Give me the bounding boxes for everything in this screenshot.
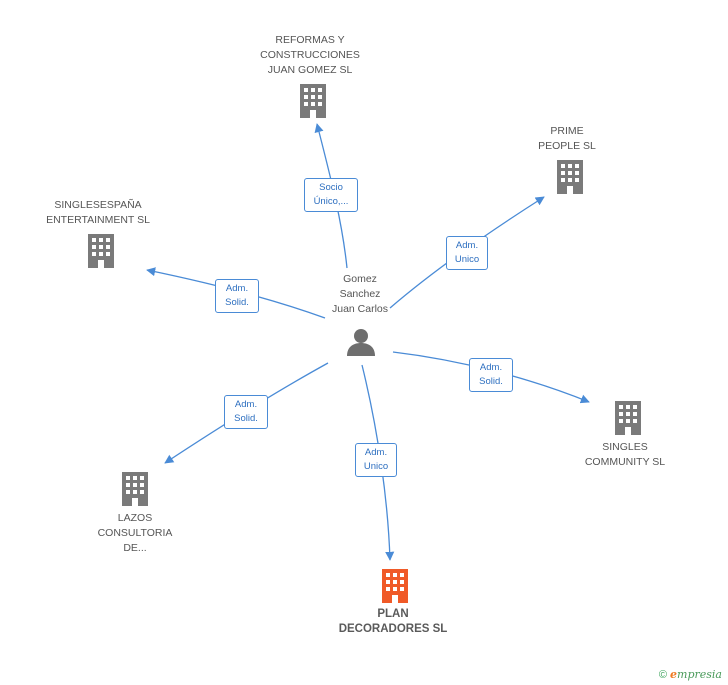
label-line: ENTERTAINMENT SL [46,214,150,226]
building-icon-singlesesp [88,234,114,268]
edge-label-line: Adm. [364,447,388,458]
edge-label-line: Adm. [455,240,479,251]
node-label-lazos[interactable]: LAZOS CONSULTORIA DE... [85,511,185,556]
center-label-line: Juan Carlos [331,303,389,315]
edge-label-lazos[interactable]: Adm. Solid. [224,395,268,429]
copyright-symbol: © [658,669,667,681]
building-icon-lazos [122,472,148,506]
edge-label-line: Unico [454,254,480,265]
label-line: JUAN GOMEZ SL [267,64,353,76]
brand-footer: © empresia [659,668,722,681]
label-line: PEOPLE SL [538,140,596,152]
edge-label-singlesesp[interactable]: Adm. Solid. [215,279,259,313]
label-line: PRIME [550,125,584,137]
node-label-prime[interactable]: PRIME PEOPLE SL [517,124,617,154]
building-icon-community [615,401,641,435]
brand-logo-e: e [670,668,678,681]
edge-label-line: Adm. [234,399,258,410]
node-label-reformas[interactable]: REFORMAS Y CONSTRUCCIONES JUAN GOMEZ SL [240,33,380,78]
label-line: LAZOS [117,512,153,524]
edge-label-line: Solid. [234,413,258,424]
edge-label-line: Solid. [225,297,249,308]
person-icon [347,329,375,356]
edge-label-line: Solid. [479,376,503,387]
edge-label-reformas[interactable]: Socio Único,... [304,178,358,212]
edge-label-prime[interactable]: Adm. Unico [446,236,488,270]
edge-label-line: Único,... [313,196,349,207]
center-label-line: Gomez [343,273,377,285]
building-icon-plan [382,569,408,603]
label-line: SINGLES [602,441,648,453]
label-line: REFORMAS Y [275,34,345,46]
edge-label-line: Adm. [225,283,249,294]
node-label-community[interactable]: SINGLES COMMUNITY SL [570,440,680,470]
edge-label-plan[interactable]: Adm. Unico [355,443,397,477]
brand-logo-text: mpresia [677,668,722,681]
edge-label-line: Unico [363,461,389,472]
label-line: DE... [123,542,147,554]
node-label-singlesesp[interactable]: SINGLESESPAÑA ENTERTAINMENT SL [33,198,163,228]
edge-label-community[interactable]: Adm. Solid. [469,358,513,392]
edge-label-line: Adm. [479,362,503,373]
label-line: CONSTRUCCIONES [260,49,360,61]
edge-label-line: Socio [319,182,343,193]
building-icon-reformas [300,84,326,118]
label-line: SINGLESESPAÑA [54,199,142,211]
label-line: DECORADORES SL [338,623,448,635]
node-label-plan[interactable]: PLAN DECORADORES SL [323,607,463,637]
center-person-label[interactable]: Gomez Sanchez Juan Carlos [310,272,410,317]
label-line: PLAN [377,608,409,620]
label-line: COMMUNITY SL [584,456,666,468]
label-line: CONSULTORIA [97,527,173,539]
building-icon-prime [557,160,583,194]
center-label-line: Sanchez [339,288,381,300]
